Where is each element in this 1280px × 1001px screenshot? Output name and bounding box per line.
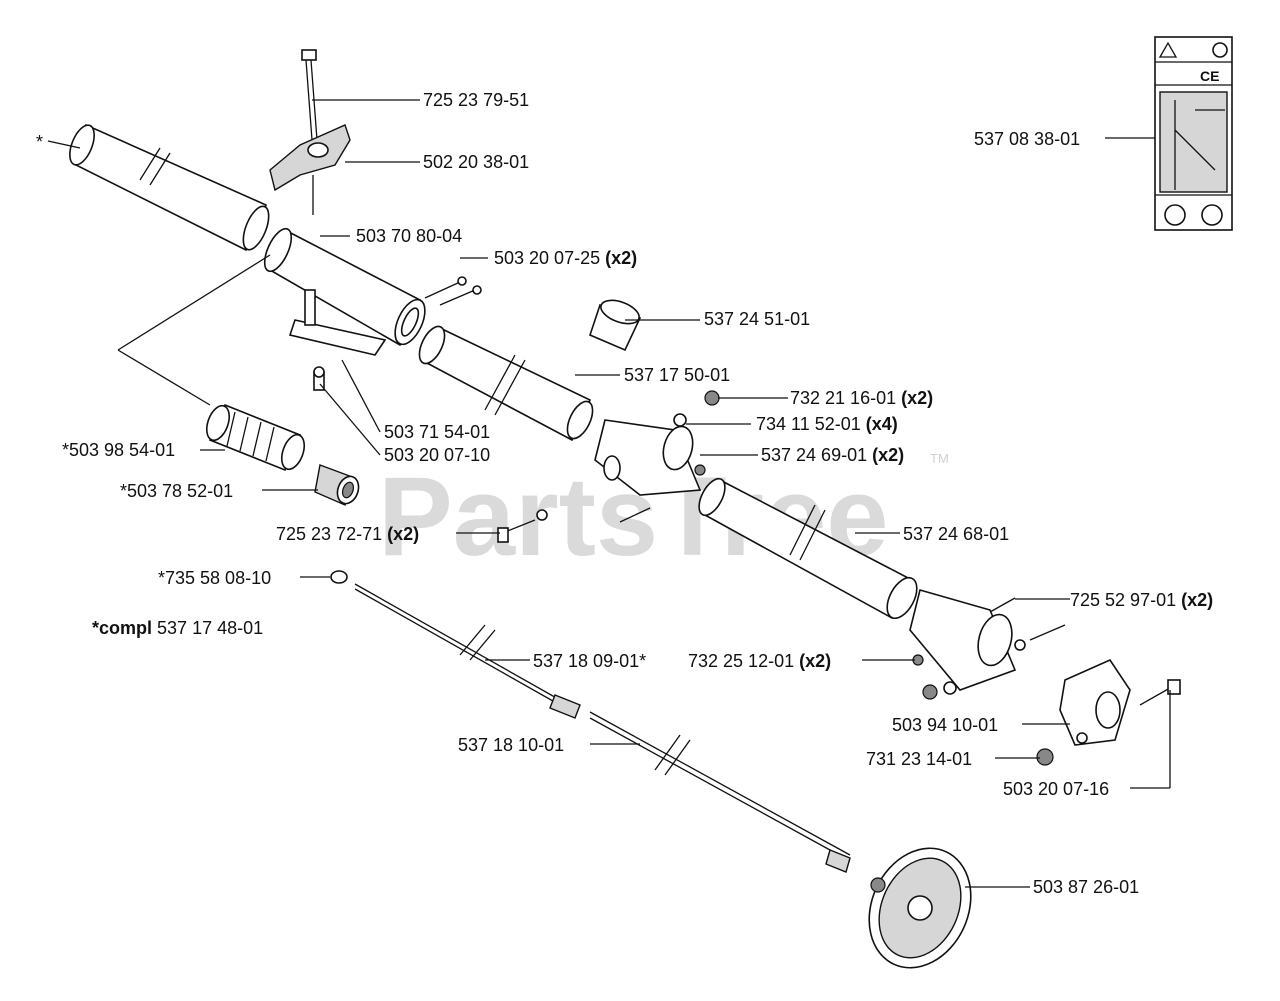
label-537-24-51-01: 537 24 51-01 (704, 309, 810, 329)
nuts-washers-lower (922, 681, 1054, 766)
label-537-24-68-01: 537 24 68-01 (903, 524, 1009, 544)
long-bolt (301, 49, 318, 141)
label-503-98-54-01: *503 98 54-01 (62, 440, 175, 460)
ce-mark: CE (1200, 68, 1219, 84)
label-537-18-10-01: 537 18 10-01 (458, 735, 564, 755)
shaft-washer (330, 570, 348, 584)
label-735-58-08-10: *735 58 08-10 (158, 568, 271, 588)
leader-lines (47, 99, 1171, 888)
label-503-70-80-04: 503 70 80-04 (356, 226, 462, 246)
label-503-20-07-25: 503 20 07-25 (x2) (494, 248, 637, 268)
label-725-52-97-01: 725 52 97-01 (x2) (1070, 590, 1213, 610)
clutch-drum (868, 847, 972, 969)
label-732-21-16-01: 732 21 16-01 (x2) (790, 388, 933, 408)
tube-coupling-upper (594, 419, 706, 496)
label-537-17-50-01: 537 17 50-01 (624, 365, 730, 385)
label-725-23-72-71: 725 23 72-71 (x2) (276, 524, 419, 544)
tube-coupling-lower (909, 589, 1066, 691)
sleeve (589, 299, 642, 352)
coupling-screws (497, 507, 651, 543)
drive-shaft-lower (589, 711, 851, 873)
label-537-08-38-01: 537 08 38-01 (974, 129, 1080, 149)
label-503-94-10-01: 503 94 10-01 (892, 715, 998, 735)
label-503-20-07-10: 503 20 07-10 (384, 445, 490, 465)
label-732-25-12-01: 732 25 12-01 (x2) (688, 651, 831, 671)
bracket-screw (313, 366, 325, 391)
part-labels: 725 23 79-51 502 20 38-01 503 70 80-04 5… (36, 90, 1213, 897)
label-503-71-54-01: 503 71 54-01 (384, 422, 490, 442)
label-731-23-14-01: 731 23 14-01 (866, 749, 972, 769)
warning-decal: CE (1154, 36, 1233, 231)
label-537-18-09-01: 537 18 09-01* (533, 651, 646, 671)
label-503-78-52-01: *503 78 52-01 (120, 481, 233, 501)
upper-shaft-tube (69, 123, 270, 252)
clamp-screws (424, 276, 482, 306)
label-503-20-07-16: 503 20 07-16 (1003, 779, 1109, 799)
label-502-20-38-01: 502 20 38-01 (423, 152, 529, 172)
label-asterisk-tube: * (36, 132, 43, 152)
label-734-11-52-01: 734 11 52-01 (x4) (756, 414, 898, 434)
inner-tube (418, 325, 594, 442)
lower-tube (698, 477, 918, 620)
drive-shaft-upper (354, 583, 581, 719)
nut-and-washer (673, 390, 720, 427)
label-725-23-79-51: 725 23 79-51 (423, 90, 529, 110)
wing-knob (269, 124, 351, 215)
bushing (314, 464, 360, 506)
label-compl-537-17-48-01: *compl 537 17 48-01 (92, 618, 263, 638)
label-537-24-69-01: 537 24 69-01 (x2) (761, 445, 904, 465)
watermark-tm: TM (930, 451, 949, 466)
tube-clamp (263, 227, 426, 356)
gear-bracket (1059, 658, 1181, 746)
needle-bearing (205, 403, 306, 472)
label-503-87-26-01: 503 87 26-01 (1033, 877, 1139, 897)
